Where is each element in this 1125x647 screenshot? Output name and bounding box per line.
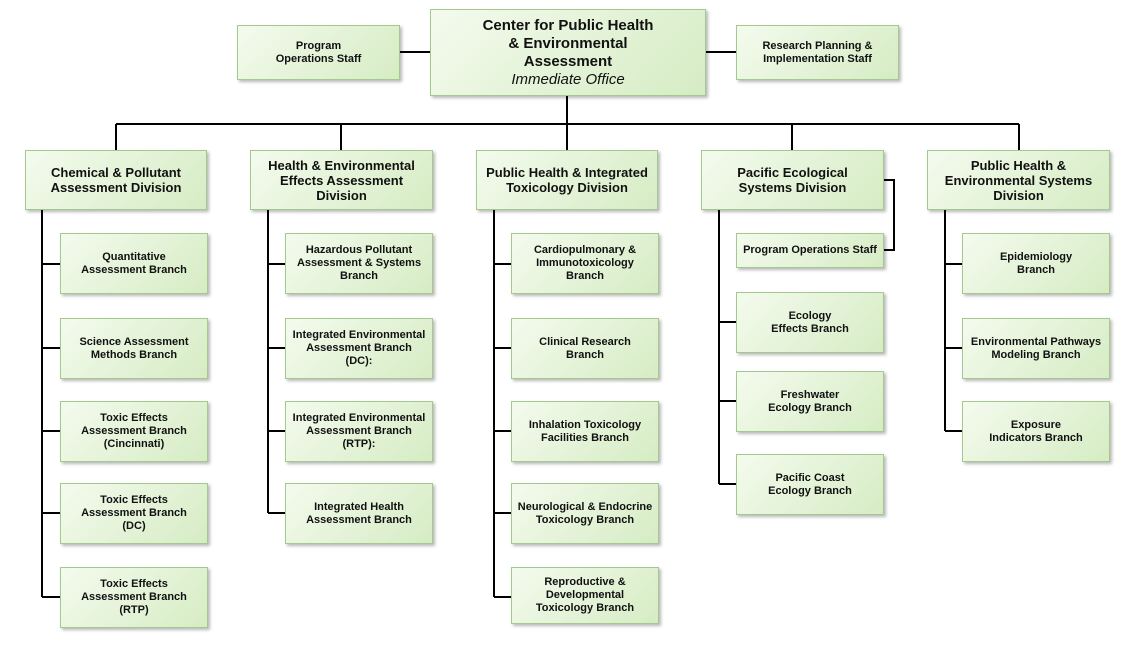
branch-box: Reproductive & Developmental Toxicology … <box>511 567 659 624</box>
branch-label: Freshwater Ecology Branch <box>768 388 852 414</box>
branch-label: Toxic Effects Assessment Branch (DC) <box>81 494 187 532</box>
branch-box: Epidemiology Branch <box>962 233 1110 294</box>
root-box: Center for Public Health & Environmental… <box>430 9 706 96</box>
division-box: Public Health & Integrated Toxicology Di… <box>476 150 658 210</box>
branch-box: Freshwater Ecology Branch <box>736 371 884 432</box>
division-staff-box: Program Operations Staff <box>736 233 884 268</box>
branch-label: Quantitative Assessment Branch <box>81 250 187 276</box>
branch-label: Toxic Effects Assessment Branch (RTP) <box>81 578 187 616</box>
branch-label: Integrated Environmental Assessment Bran… <box>292 412 426 450</box>
branch-label: Clinical Research Branch <box>539 335 631 361</box>
division-box: Public Health & Environmental Systems Di… <box>927 150 1110 210</box>
division-staff-label: Program Operations Staff <box>743 244 877 256</box>
branch-box: Toxic Effects Assessment Branch (RTP) <box>60 567 208 628</box>
root-subtitle: Immediate Office <box>511 70 625 88</box>
branch-label: Neurological & Endocrine Toxicology Bran… <box>517 500 653 526</box>
left-staff-box: Program Operations Staff <box>237 25 400 80</box>
root-title: Center for Public Health & Environmental… <box>482 16 654 70</box>
branch-box: Hazardous Pollutant Assessment & Systems… <box>285 233 433 294</box>
division-box: Chemical & Pollutant Assessment Division <box>25 150 207 210</box>
connector-line <box>884 179 895 251</box>
right-staff-box: Research Planning & Implementation Staff <box>736 25 899 80</box>
branch-box: Integrated Health Assessment Branch <box>285 483 433 544</box>
division-box: Pacific Ecological Systems Division <box>701 150 884 210</box>
branch-box: Integrated Environmental Assessment Bran… <box>285 318 433 379</box>
right-staff-label: Research Planning & Implementation Staff <box>762 39 873 65</box>
branch-label: Cardiopulmonary & Immunotoxicology Branc… <box>533 244 637 282</box>
branch-box: Toxic Effects Assessment Branch (Cincinn… <box>60 401 208 462</box>
branch-label: Integrated Health Assessment Branch <box>306 500 412 526</box>
branch-box: Pacific Coast Ecology Branch <box>736 454 884 515</box>
branch-label: Integrated Environmental Assessment Bran… <box>292 329 426 367</box>
branch-box: Clinical Research Branch <box>511 318 659 379</box>
branch-box: Environmental Pathways Modeling Branch <box>962 318 1110 379</box>
branch-label: Environmental Pathways Modeling Branch <box>970 335 1102 361</box>
branch-label: Hazardous Pollutant Assessment & Systems… <box>296 244 422 282</box>
branch-label: Science Assessment Methods Branch <box>79 335 189 361</box>
branch-label: Inhalation Toxicology Facilities Branch <box>528 418 642 444</box>
branch-box: Quantitative Assessment Branch <box>60 233 208 294</box>
division-label: Public Health & Environmental Systems Di… <box>944 157 1093 203</box>
division-label: Chemical & Pollutant Assessment Division <box>50 165 182 195</box>
branch-box: Ecology Effects Branch <box>736 292 884 353</box>
branch-label: Pacific Coast Ecology Branch <box>768 471 852 497</box>
division-box: Health & Environmental Effects Assessmen… <box>250 150 433 210</box>
branch-box: Exposure Indicators Branch <box>962 401 1110 462</box>
branch-box: Toxic Effects Assessment Branch (DC) <box>60 483 208 544</box>
branch-label: Ecology Effects Branch <box>771 309 849 335</box>
branch-box: Integrated Environmental Assessment Bran… <box>285 401 433 462</box>
branch-box: Science Assessment Methods Branch <box>60 318 208 379</box>
branch-box: Neurological & Endocrine Toxicology Bran… <box>511 483 659 544</box>
division-label: Public Health & Integrated Toxicology Di… <box>486 165 648 195</box>
branch-label: Exposure Indicators Branch <box>989 418 1083 444</box>
branch-box: Cardiopulmonary & Immunotoxicology Branc… <box>511 233 659 294</box>
division-label: Pacific Ecological Systems Division <box>737 165 848 195</box>
branch-label: Toxic Effects Assessment Branch (Cincinn… <box>81 412 187 450</box>
division-label: Health & Environmental Effects Assessmen… <box>268 157 415 203</box>
branch-label: Reproductive & Developmental Toxicology … <box>535 576 635 614</box>
left-staff-label: Program Operations Staff <box>275 39 362 65</box>
branch-label: Epidemiology Branch <box>999 250 1073 276</box>
branch-box: Inhalation Toxicology Facilities Branch <box>511 401 659 462</box>
